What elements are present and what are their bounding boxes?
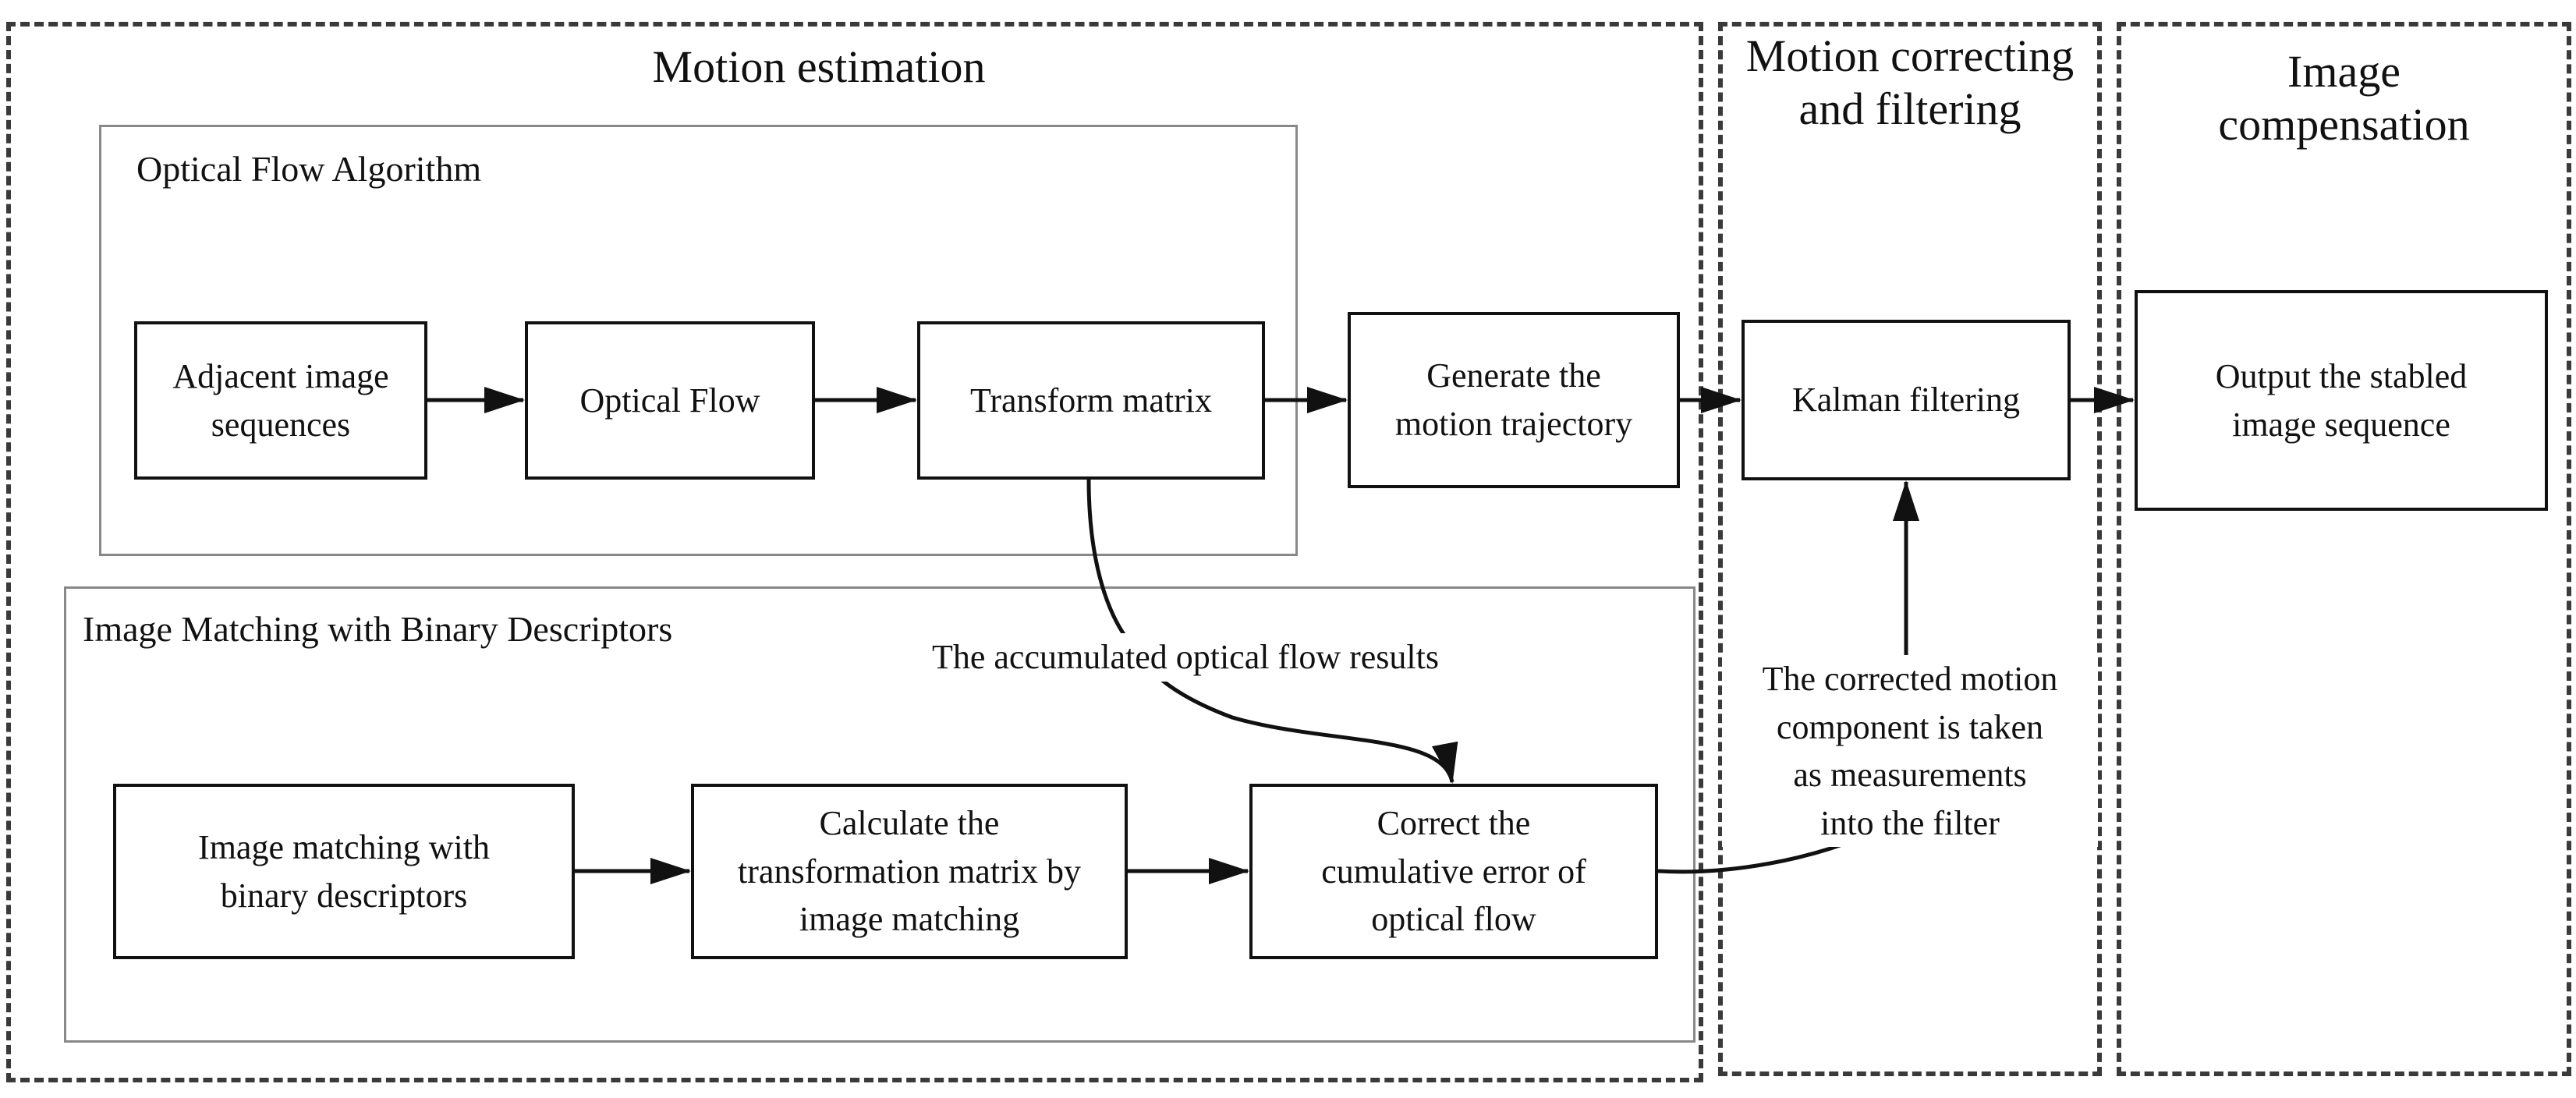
- box-adjacent-image-sequences: Adjacent image sequences: [134, 321, 427, 480]
- box-image-matching-binary: Image matching with binary descriptors: [113, 784, 575, 959]
- arrow-transform-to-correct: [1086, 479, 1458, 784]
- box-calculate-transformation: Calculate the transformation matrix by i…: [691, 784, 1128, 959]
- label-accumulated-results: The accumulated optical flow results: [873, 633, 1497, 682]
- box-kalman-filtering: Kalman filtering: [1742, 320, 2071, 480]
- box-output-stabled-sequence: Output the stabled image sequence: [2135, 290, 2548, 511]
- group-image-matching: [64, 586, 1695, 1043]
- box-transform-matrix: Transform matrix: [917, 321, 1265, 480]
- box-generate-trajectory: Generate the motion trajectory: [1348, 312, 1680, 488]
- box-correct-cumulative-error: Correct the cumulative error of optical …: [1249, 784, 1658, 959]
- region-title-motion-correcting: Motion correcting and filtering: [1745, 30, 2075, 135]
- group-title-optical-flow: Optical Flow Algorithm: [136, 149, 482, 189]
- group-title-image-matching: Image Matching with Binary Descriptors: [83, 609, 673, 649]
- region-title-image-compensation: Image compensation: [2218, 46, 2470, 151]
- box-optical-flow: Optical Flow: [525, 321, 815, 480]
- region-motion-estimation: [6, 22, 1703, 1082]
- region-image-compensation: [2117, 22, 2571, 1076]
- label-corrected-motion: The corrected motion component is taken …: [1722, 655, 2098, 848]
- region-title-motion-estimation: Motion estimation: [652, 41, 986, 92]
- region-motion-correcting: [1718, 22, 2102, 1076]
- group-optical-flow-algorithm: [99, 125, 1298, 556]
